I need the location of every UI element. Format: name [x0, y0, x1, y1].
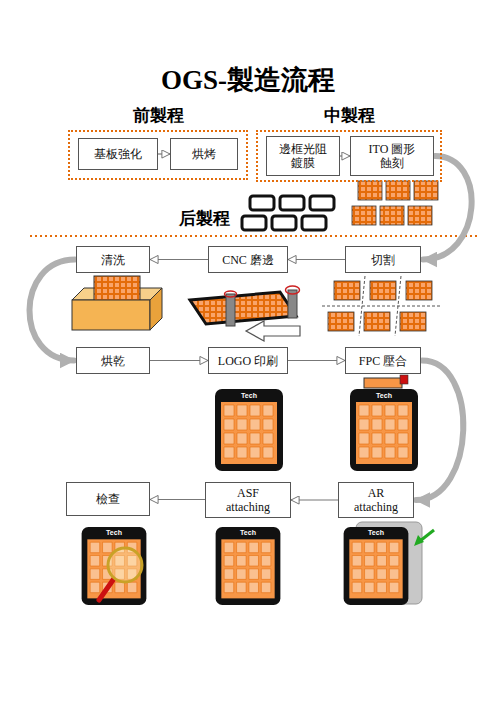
box-label: 檢查	[96, 492, 120, 506]
box-label: 烘烤	[192, 147, 216, 161]
flow-arrow	[340, 155, 350, 156]
stage-heading: 前製程	[70, 104, 246, 127]
flow-arrow	[288, 259, 345, 260]
diagram-title: OGS-製造流程	[0, 62, 496, 98]
box-label: LOGO 印刷	[218, 354, 278, 368]
flow-arrow	[150, 499, 205, 500]
logo-text: Tech	[368, 529, 384, 537]
box-label: 烘乾	[101, 354, 125, 368]
process-box: FPC 壓合	[345, 347, 421, 374]
logo-text: Tech	[376, 392, 392, 400]
process-box: 檢查	[66, 482, 150, 516]
process-box: ITO 圖形 蝕刻	[350, 136, 434, 176]
flow-arrow	[288, 360, 345, 361]
logo-text: Tech	[241, 392, 257, 400]
cnc-grinding	[190, 286, 300, 341]
process-box: 邊框光阻 鍍膜	[266, 136, 340, 176]
process-box: 切割	[345, 246, 421, 273]
phone-ar	[344, 522, 434, 605]
flow-arrow	[29, 260, 75, 361]
box-label: 清洗	[101, 253, 125, 267]
box-label: AR attaching	[348, 486, 404, 514]
box-label: FPC 壓合	[359, 354, 407, 368]
process-box: CNC 磨邊	[208, 246, 288, 273]
process-box: ASF attaching	[205, 482, 291, 518]
phone-logo	[215, 389, 283, 471]
phone-asf	[216, 527, 281, 605]
box-label: ITO 圖形 蝕刻	[364, 142, 420, 170]
box-label: 邊框光阻 鍍膜	[277, 142, 329, 170]
flow-arrow	[158, 153, 170, 154]
section-heading: 后製程	[179, 207, 230, 230]
flow-arrow	[291, 499, 338, 500]
box-label: ASF attaching	[220, 486, 276, 514]
box-label: 基板強化	[94, 147, 142, 161]
process-box: LOGO 印刷	[208, 347, 288, 374]
section-divider	[30, 235, 478, 237]
stage-heading: 中製程	[258, 104, 440, 127]
logo-text: Tech	[240, 529, 256, 537]
phone-frames	[242, 196, 334, 230]
stage-group: 前製程基板強化烘烤	[68, 130, 248, 180]
process-box: 烘乾	[76, 347, 150, 374]
logo-text: Tech	[106, 529, 122, 537]
flow-arrow	[150, 259, 208, 260]
flow-arrow	[416, 361, 463, 501]
cut-panels	[322, 276, 442, 336]
flow-arrow	[150, 360, 208, 361]
process-box: 基板強化	[78, 138, 158, 170]
box-label: 切割	[371, 253, 395, 267]
sensor-sheet	[352, 181, 438, 225]
box-label: CNC 磨邊	[222, 253, 274, 267]
phone-fpc	[350, 375, 418, 471]
stage-group: 中製程邊框光阻 鍍膜ITO 圖形 蝕刻	[256, 130, 442, 182]
cleaning-tank	[72, 276, 162, 330]
phone-inspection	[82, 527, 147, 605]
process-box: AR attaching	[338, 482, 414, 518]
process-box: 烘烤	[170, 138, 238, 170]
process-box: 清洗	[76, 246, 150, 273]
